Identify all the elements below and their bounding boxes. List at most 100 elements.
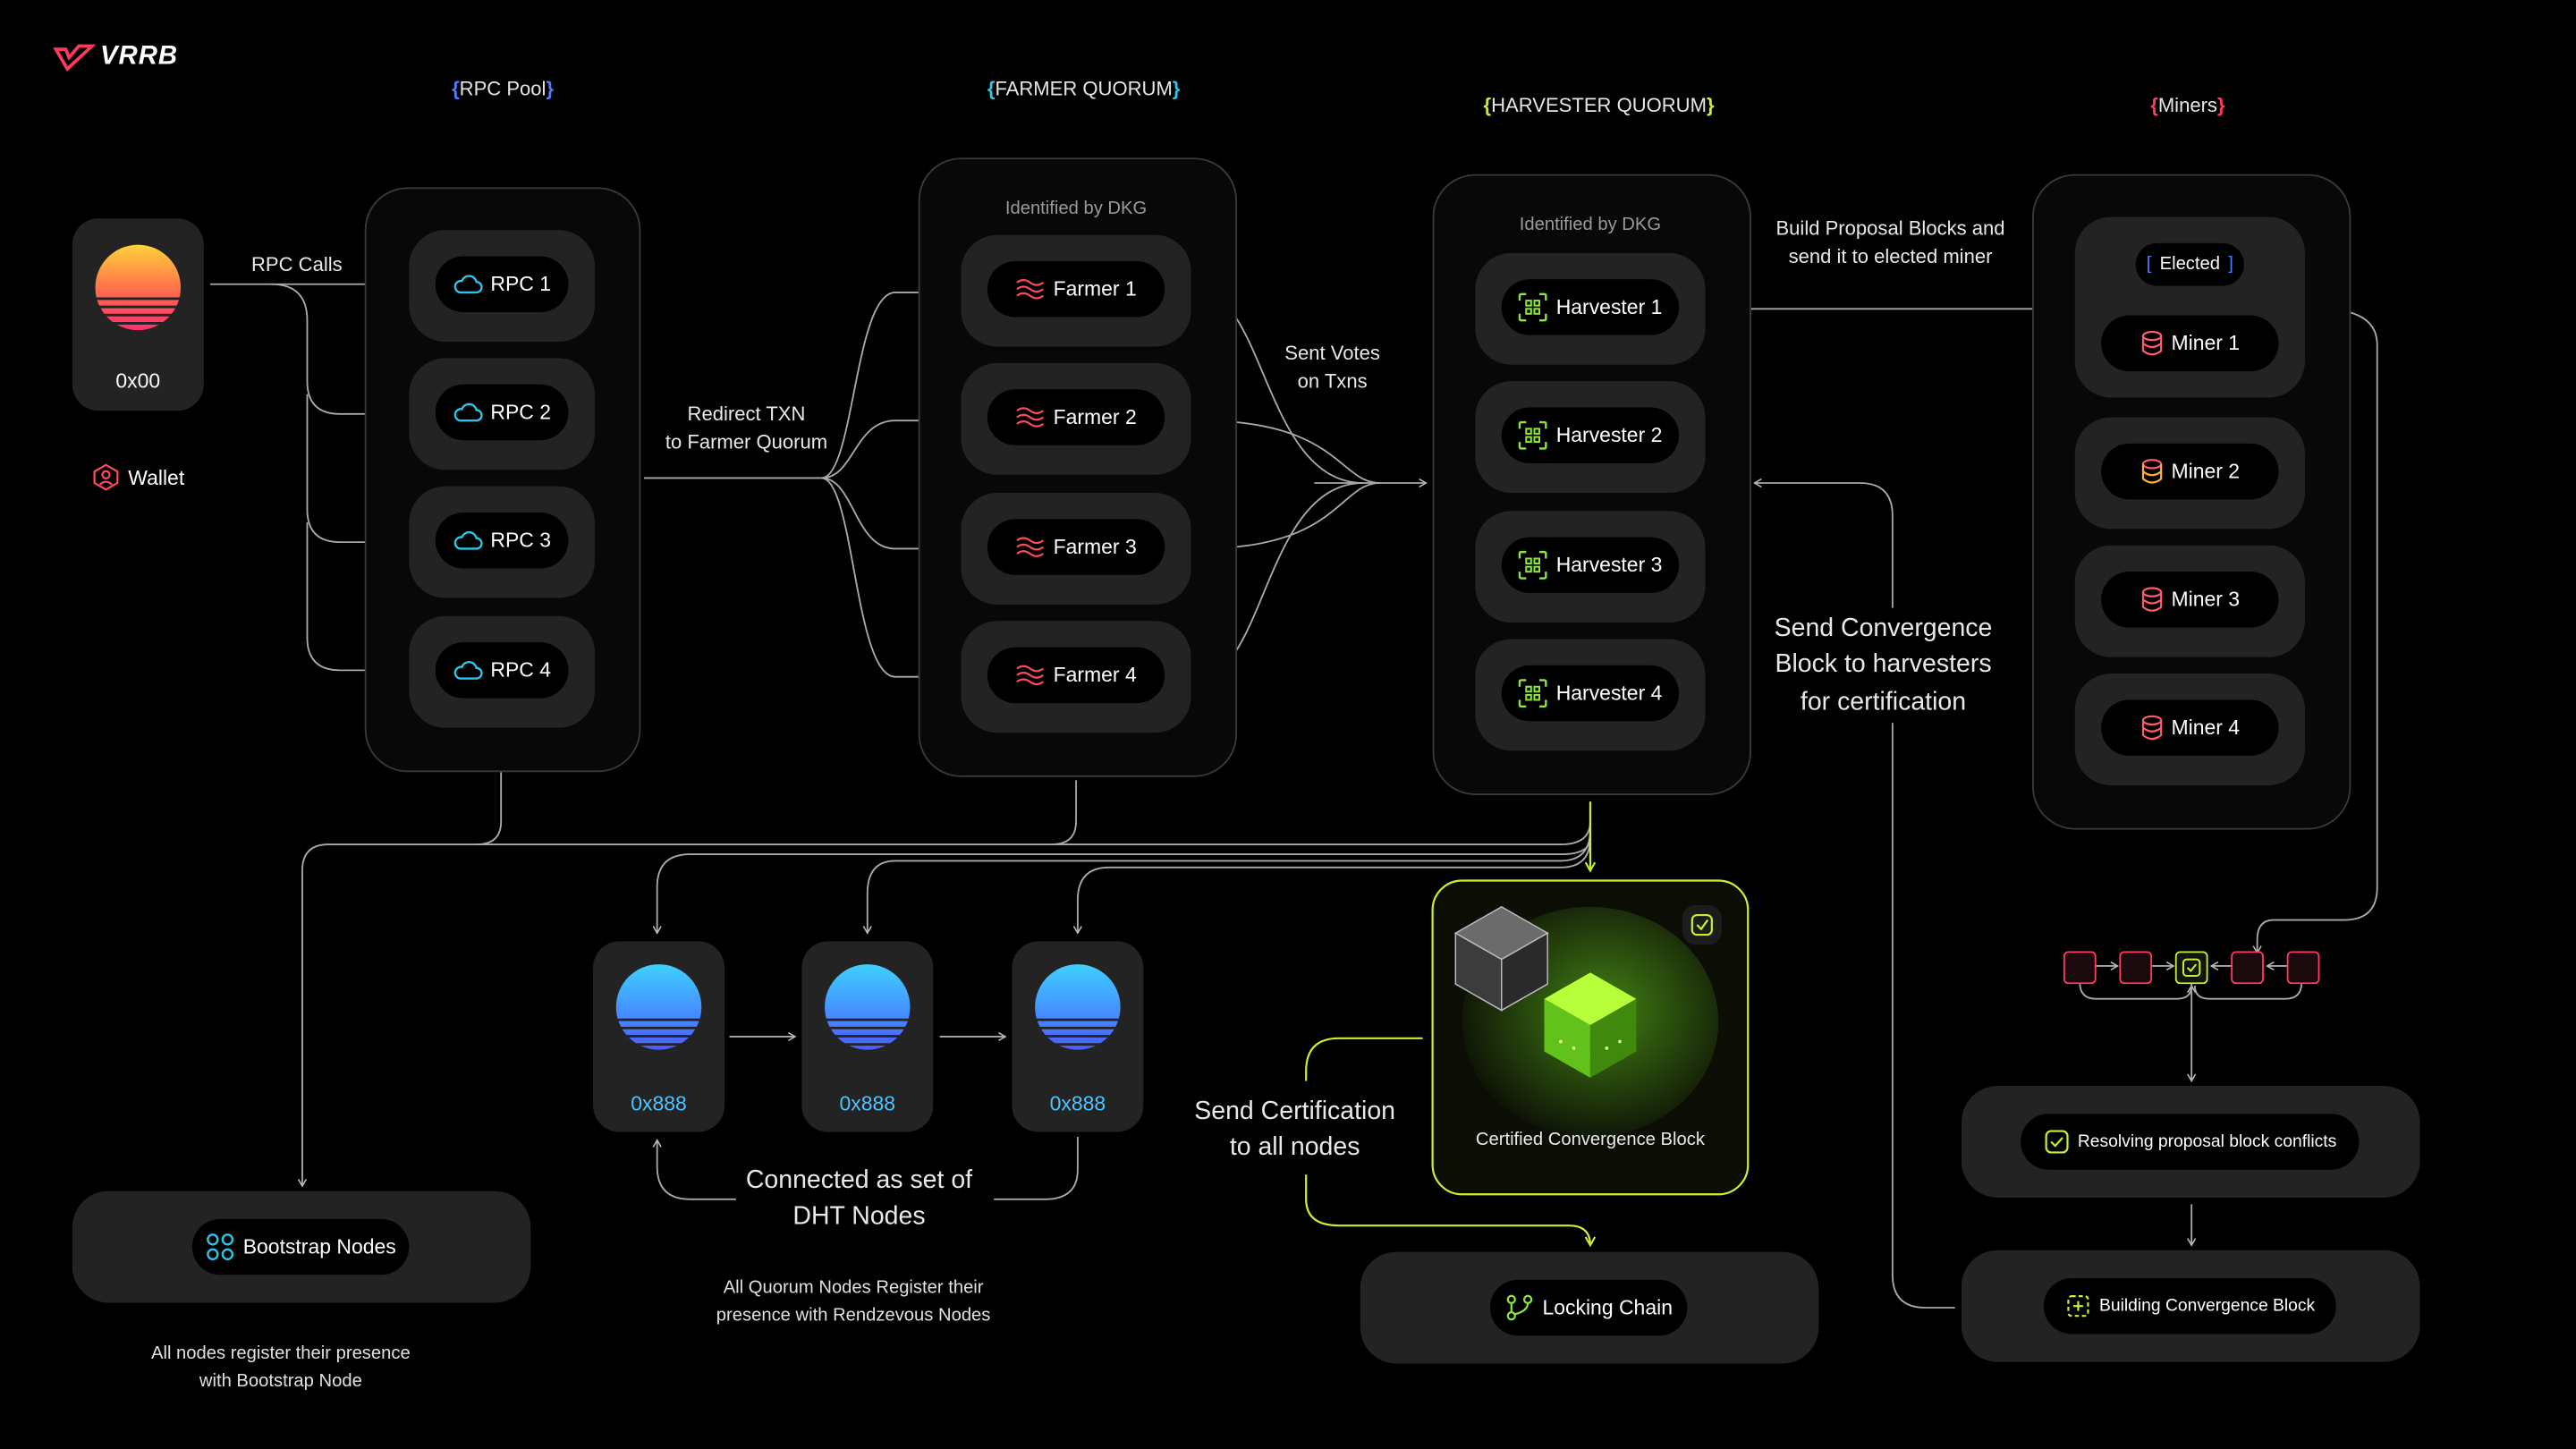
miner-label: Miner 4 (2171, 716, 2241, 740)
farmer-label: Farmer 4 (1053, 664, 1137, 687)
resolving-label: Resolving proposal block conflicts (2077, 1131, 2337, 1152)
dht-node[interactable]: 0x888 (1012, 941, 1144, 1132)
miner-card[interactable]: Miner 4 (2074, 674, 2305, 785)
rpc-label: RPC 3 (490, 529, 552, 553)
harvester-label: Harvester 4 (1555, 682, 1663, 705)
dht-address: 0x888 (839, 1092, 896, 1116)
git-branch-icon (1506, 1294, 1533, 1321)
dht-node[interactable]: 0x888 (593, 941, 724, 1132)
farmer-card[interactable]: Farmer 4 (961, 621, 1191, 733)
logo-text: VRRB (100, 42, 178, 71)
building-label: Building Convergence Block (2098, 1296, 2316, 1317)
farmer-card[interactable]: Farmer 3 (961, 493, 1191, 605)
cube-green-icon (1544, 972, 1637, 1078)
proposal-block-icon (2063, 951, 2097, 985)
miner-card[interactable]: Miner 2 (2074, 417, 2305, 530)
locking-chain-card[interactable]: Locking Chain (1360, 1251, 1819, 1364)
harvester-label: Harvester 1 (1555, 295, 1663, 319)
miner-card-elected[interactable]: [Elected] Miner 1 (2074, 216, 2305, 398)
wallet-card[interactable]: 0x00 (72, 218, 204, 411)
waves-icon (1016, 407, 1045, 428)
cloud-icon (453, 402, 482, 422)
harvester-label: Harvester 2 (1555, 423, 1663, 447)
wallet-address: 0x00 (115, 369, 161, 393)
miner-label: Miner 2 (2171, 460, 2241, 483)
waves-icon (1016, 665, 1045, 686)
farmer-card[interactable]: Farmer 2 (961, 362, 1191, 475)
harvester-label: Harvester 3 (1555, 553, 1663, 577)
coin-stack-icon (2141, 330, 2162, 356)
proposal-block-icon (2231, 951, 2264, 985)
check-square-icon (2044, 1130, 2069, 1154)
bootstrap-label: Bootstrap Nodes (242, 1235, 396, 1258)
globe-avatar-icon (614, 964, 704, 1050)
miner-label: Miner 1 (2171, 332, 2241, 355)
locking-chain-label: Locking Chain (1542, 1296, 1673, 1319)
farmer-label: Farmer 3 (1053, 535, 1137, 559)
harvester-card[interactable]: Harvester 2 (1475, 381, 1706, 494)
rpc-label: RPC 1 (490, 272, 552, 296)
globe-avatar-icon (823, 964, 912, 1050)
cloud-icon (453, 661, 482, 680)
resolving-card: Resolving proposal block conflicts (1962, 1086, 2420, 1198)
logo-mark-icon (53, 44, 96, 72)
cloud-icon (453, 530, 482, 550)
scan-face-icon (1519, 420, 1547, 450)
harvester-card[interactable]: Harvester 1 (1475, 252, 1706, 365)
header-rpc-pool: {RPC Pool} (452, 77, 555, 101)
rpc-label: RPC 2 (490, 401, 552, 424)
selected-block-check-icon (2174, 951, 2208, 985)
waves-icon (1016, 537, 1045, 557)
rpc-card[interactable]: RPC 1 (409, 230, 595, 343)
building-block-icon (2066, 1295, 2089, 1318)
miner-card[interactable]: Miner 3 (2074, 545, 2305, 657)
scan-face-icon (1519, 679, 1547, 708)
dht-address: 0x888 (631, 1092, 687, 1116)
scan-face-icon (1519, 550, 1547, 580)
harvester-card[interactable]: Harvester 4 (1475, 639, 1706, 751)
cloud-icon (453, 275, 482, 294)
farmer-dkg-note: Identified by DKG (1004, 199, 1148, 219)
farmer-card[interactable]: Farmer 1 (961, 234, 1191, 347)
rpc-card[interactable]: RPC 4 (409, 615, 595, 728)
rpc-card[interactable]: RPC 2 (409, 358, 595, 470)
proposal-block-icon (2119, 951, 2153, 985)
building-card: Building Convergence Block (1962, 1250, 2420, 1362)
coin-stack-icon (2141, 715, 2162, 741)
farmer-label: Farmer 2 (1053, 405, 1137, 429)
elected-badge: [Elected] (2135, 242, 2244, 286)
bootstrap-card[interactable]: Bootstrap Nodes (72, 1191, 531, 1303)
rpc-calls-label: RPC Calls (251, 252, 343, 276)
farmer-label: Farmer 1 (1053, 277, 1137, 301)
coin-stack-icon (2141, 459, 2162, 484)
sunset-avatar-icon (91, 244, 184, 331)
harvester-card[interactable]: Harvester 3 (1475, 511, 1706, 623)
brand-logo: VRRB (53, 43, 178, 72)
header-harvester-quorum: {HARVESTER QUORUM} (1483, 93, 1715, 117)
rpc-card[interactable]: RPC 3 (409, 486, 595, 598)
dht-address: 0x888 (1049, 1092, 1106, 1116)
harvester-dkg-note: Identified by DKG (1519, 215, 1662, 235)
scan-face-icon (1519, 292, 1547, 322)
cube-grey-icon (1453, 906, 1549, 1012)
wallet-user-icon (93, 463, 119, 491)
nodes-grid-icon (207, 1233, 233, 1261)
header-miners: {Miners} (2150, 93, 2225, 117)
wallet-label: Wallet (128, 465, 185, 489)
miner-label: Miner 3 (2171, 588, 2241, 612)
wallet-label-row: Wallet (92, 463, 184, 491)
proposal-block-icon (2286, 951, 2320, 985)
globe-avatar-icon (1033, 964, 1123, 1050)
certified-block-label: Certified Convergence Block (1475, 1130, 1705, 1150)
dht-node[interactable]: 0x888 (801, 941, 934, 1132)
header-farmer-quorum: {FARMER QUORUM} (987, 77, 1181, 101)
